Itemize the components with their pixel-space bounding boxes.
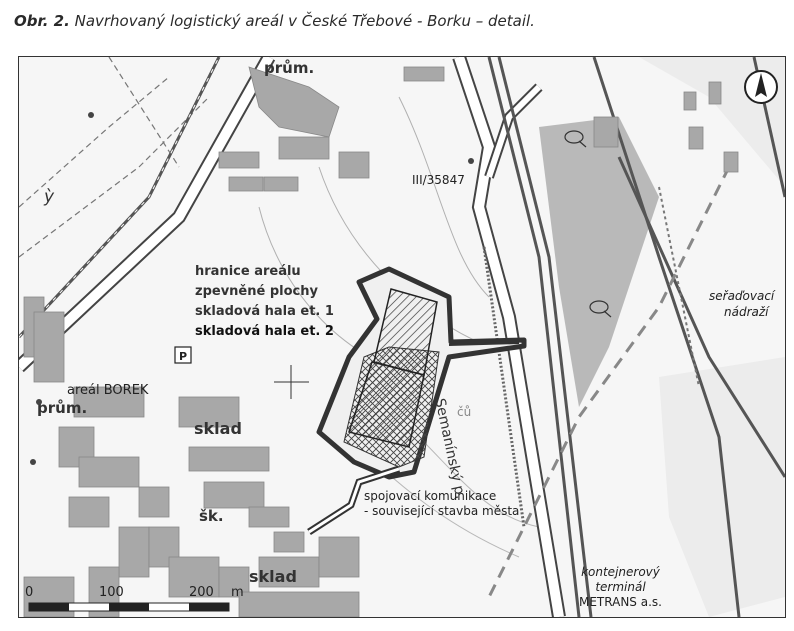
green-area-east [539,117,659,407]
dashed-path [108,57,180,168]
point-marker [30,459,36,465]
road-iii-fill [454,57,564,617]
point-marker [88,112,94,118]
point-marker [468,158,474,164]
figure-caption: Obr. 2. Navrhovaný logistický areál v Če… [14,12,535,30]
buildings-borek-west [23,296,360,617]
railway-east-2 [617,156,785,478]
connecting-road-east [448,342,520,346]
parking-icon: P [174,346,192,364]
railway-west-ties [19,57,220,338]
railway-siding-ticks [482,246,526,528]
map-canvas: P [19,57,785,617]
parking-label: P [179,350,187,363]
caption-prefix: Obr. 2. [14,12,70,30]
contour-line [398,96,490,298]
buildings-north-industrial [218,66,445,192]
map-frame: P III/35847 prům. prům. ỳ hranice areálu… [18,56,786,618]
railway-main-2 [497,57,593,617]
caption-text: Navrhovaný logistický areál v České Třeb… [74,12,535,30]
boundary-dashed [487,166,731,598]
railway-east-1 [592,57,741,617]
main-road-fill [19,57,274,371]
road-spur-fill [486,84,542,178]
logistics-area [307,266,527,535]
railway-east-dashed [658,186,700,388]
crosshair-marker [274,365,309,399]
north-arrow-icon [744,70,778,104]
pond-symbol-icon [589,300,612,318]
buildings-east [593,81,739,173]
warehouse-stage-2 [348,361,425,448]
railway-main-1 [487,57,581,617]
dashed-path [19,76,170,208]
scale-bar [28,602,230,612]
pond-symbol-icon [564,130,587,148]
point-marker [36,399,42,405]
field-southeast [659,357,785,617]
